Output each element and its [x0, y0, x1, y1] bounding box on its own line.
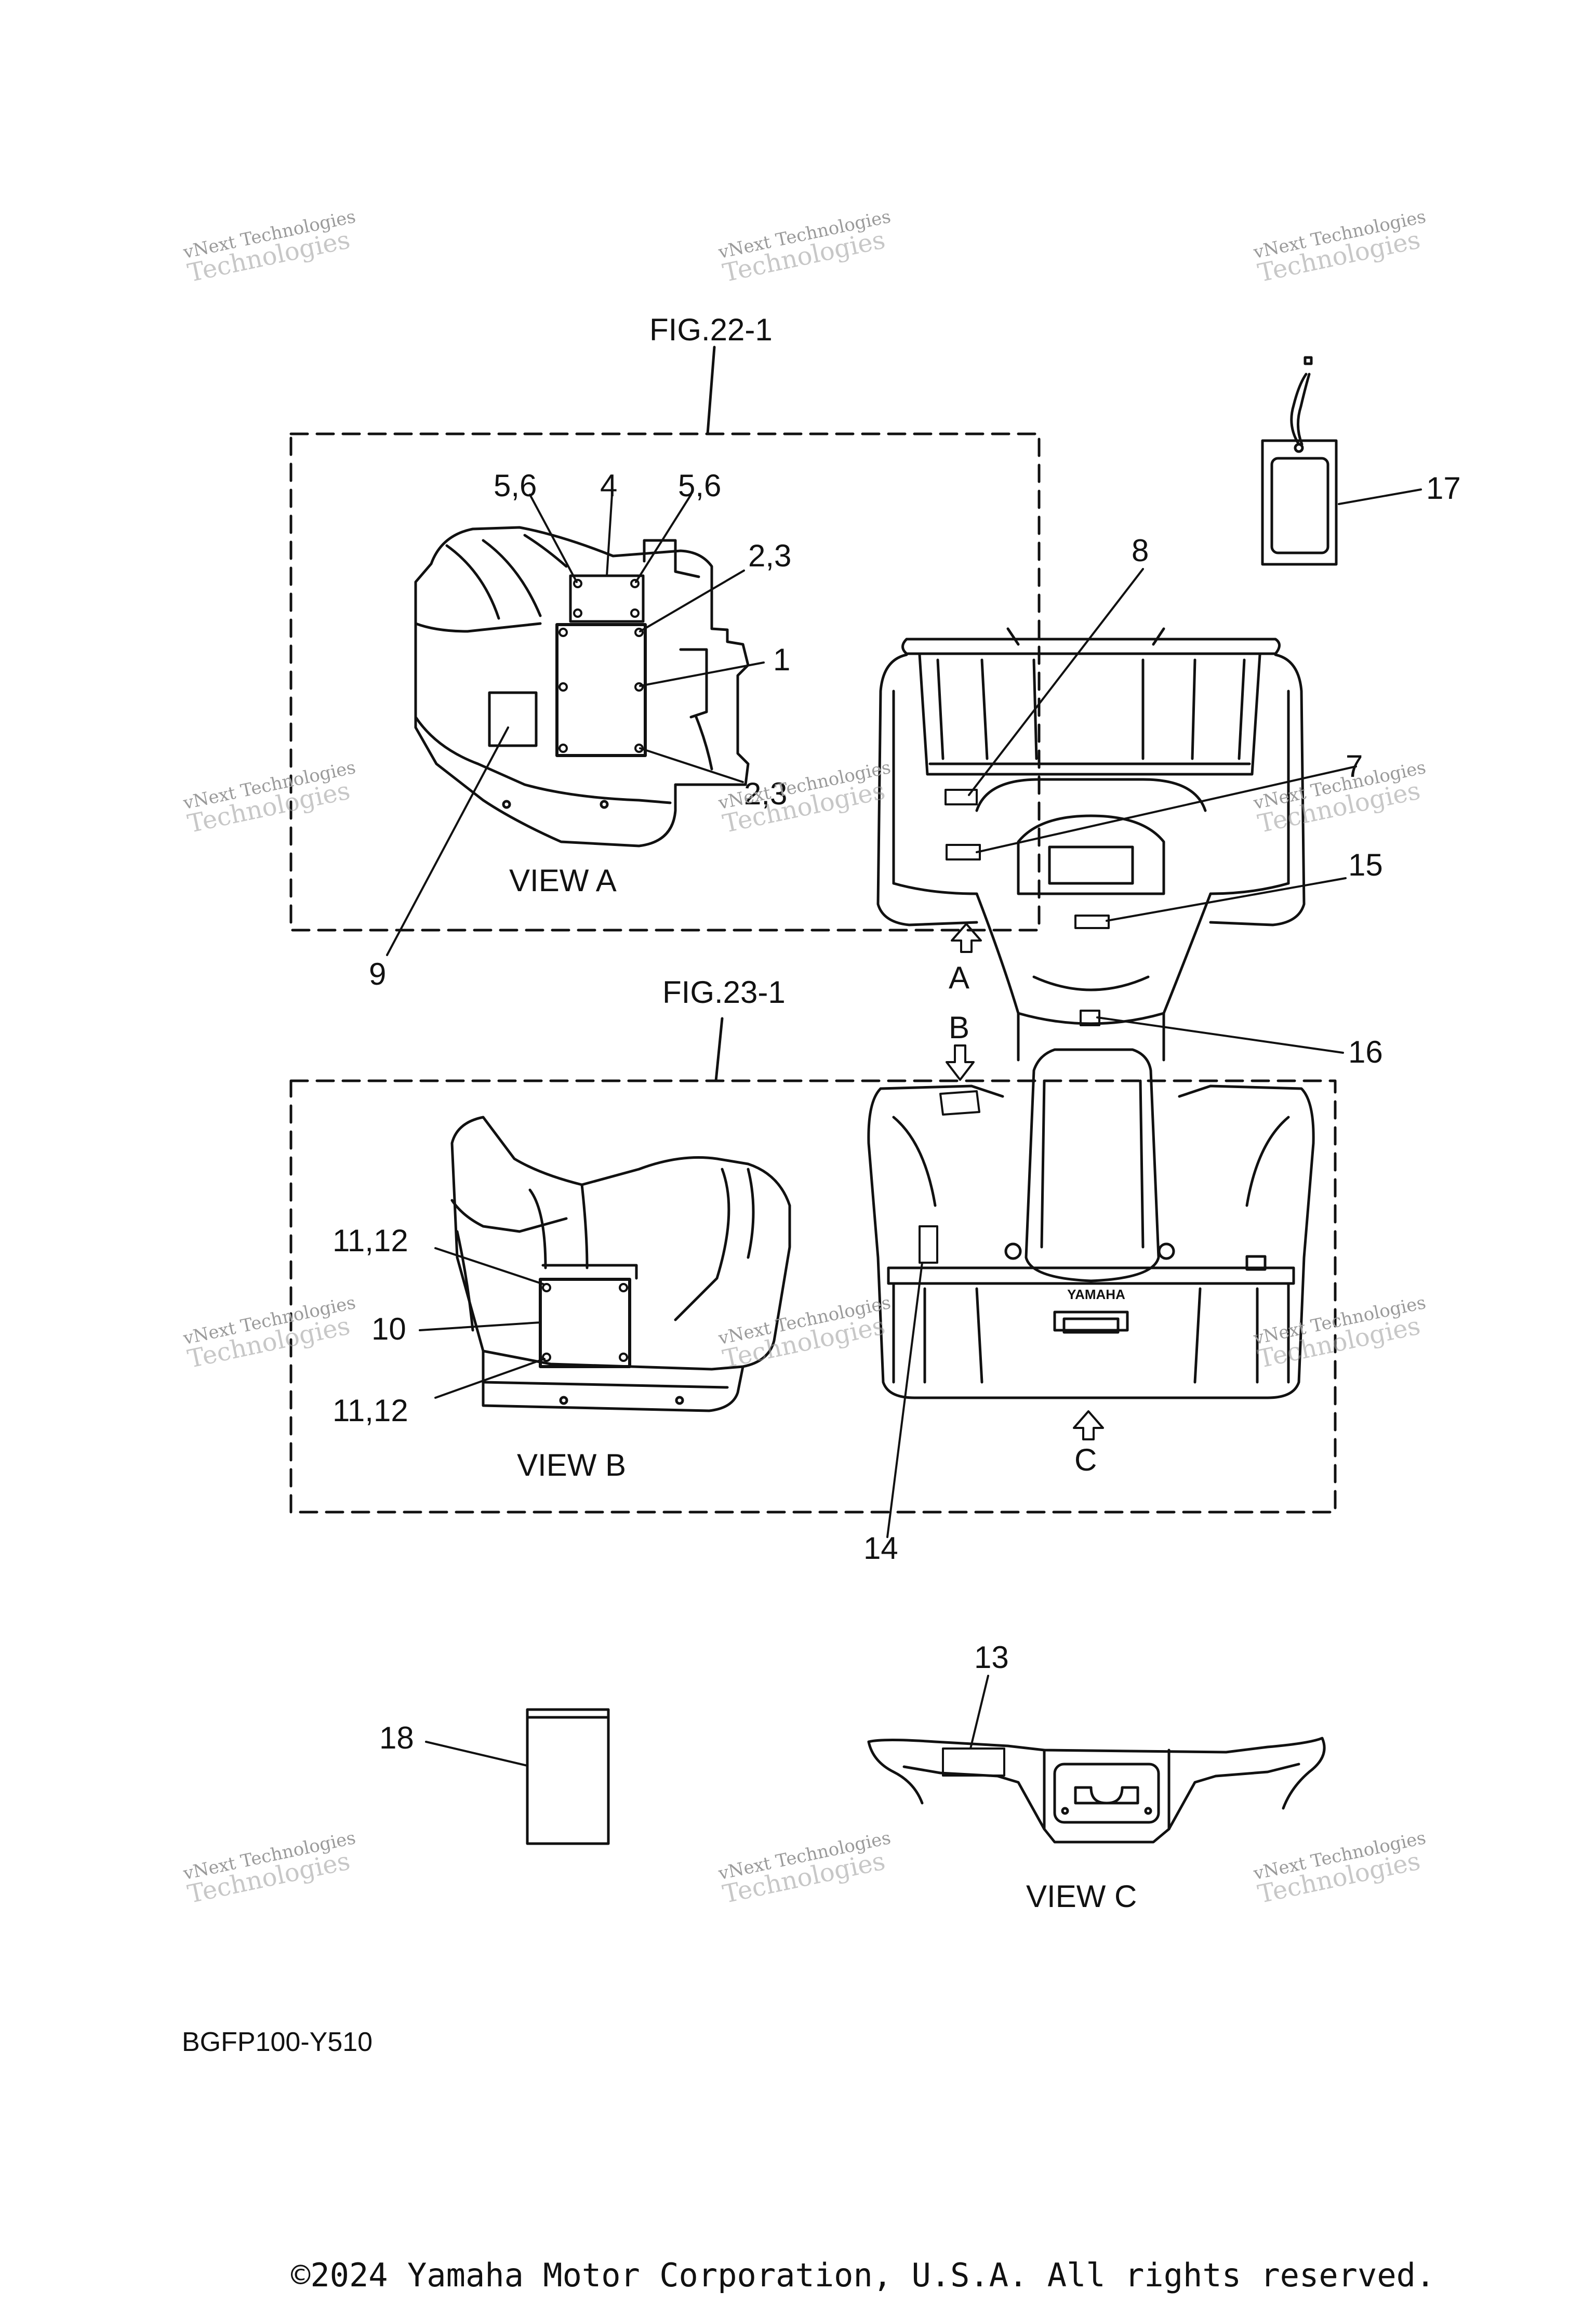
- fig-23-1-leader: [714, 1017, 724, 1082]
- label-7-marker: [946, 844, 981, 860]
- label-13-marker: [942, 1747, 1005, 1777]
- label-13-leader: [969, 1675, 989, 1750]
- rivets-view-a: [558, 579, 644, 753]
- label-b-marker: [939, 1090, 980, 1116]
- rivets-view-b: [542, 1283, 628, 1362]
- callout-7: 7: [1346, 749, 1363, 784]
- atv-top-view-drawing: [867, 627, 1315, 1399]
- view-a-arrow: [951, 923, 982, 953]
- fig-23-1-label: FIG.23-1: [662, 975, 786, 1010]
- callout-1: 1: [773, 642, 790, 677]
- label-8-marker: [945, 789, 978, 805]
- view-a-caption: VIEW A: [509, 863, 617, 898]
- copyright-notice: ©2024 Yamaha Motor Corporation, U.S.A. A…: [291, 2256, 1435, 2294]
- callout-17: 17: [1426, 471, 1461, 506]
- view-c-caption: VIEW C: [1026, 1879, 1137, 1914]
- view-b-leaders: [419, 1247, 546, 1399]
- view-b-fender-drawing: [450, 1116, 791, 1412]
- callout-9: 9: [369, 957, 386, 991]
- view-a-dashed-frame: [289, 432, 1041, 932]
- callout-5-6-right: 5,6: [678, 468, 721, 503]
- callout-14: 14: [863, 1531, 898, 1566]
- atv-leaders: [886, 568, 1357, 1538]
- arrow-c-letter: C: [1074, 1442, 1097, 1477]
- arrow-a-letter: A: [949, 960, 969, 995]
- view-c-arrow: [1073, 1410, 1104, 1440]
- callout-5-6-left: 5,6: [494, 468, 537, 503]
- view-b-dashed-frame: [289, 1079, 1337, 1514]
- tag-17-drawing: [1261, 356, 1422, 566]
- diagram-code: BGFP100-Y510: [182, 2027, 373, 2057]
- callout-4: 4: [600, 468, 617, 503]
- view-c-panel-drawing: [867, 1737, 1326, 1844]
- callout-8: 8: [1132, 533, 1149, 568]
- callout-13: 13: [974, 1640, 1009, 1675]
- label-9-plate: [488, 691, 538, 747]
- view-b-caption: VIEW B: [517, 1448, 626, 1482]
- callout-11-12-bottom: 11,12: [332, 1393, 408, 1428]
- label-15-marker: [1074, 915, 1110, 929]
- view-a-fender-drawing: [414, 526, 750, 848]
- callout-16: 16: [1348, 1035, 1383, 1069]
- fig-22-1-label: FIG.22-1: [649, 312, 773, 347]
- label-10-plate: [539, 1278, 631, 1368]
- callout-10: 10: [371, 1312, 406, 1346]
- arrow-b-letter: B: [949, 1010, 969, 1045]
- callout-11-12-top: 11,12: [332, 1223, 408, 1258]
- fig-22-1-leader: [706, 346, 716, 435]
- label-14-marker: [919, 1225, 938, 1264]
- callout-2-3-top: 2,3: [748, 538, 791, 573]
- card-18-drawing: [425, 1708, 610, 1845]
- diagram-text: FIG.22-1 FIG.23-1 VIEW A VIEW B VIEW C A…: [332, 312, 1461, 1914]
- rear-rack-plate: [1062, 1317, 1120, 1334]
- callout-15: 15: [1348, 848, 1383, 882]
- view-b-arrow: [946, 1044, 975, 1081]
- rear-rack-brand-mark: YAMAHA: [1067, 1287, 1125, 1302]
- callout-18: 18: [379, 1720, 414, 1755]
- callout-2-3-bottom: 2,3: [744, 776, 787, 811]
- label-1-plate: [555, 623, 647, 757]
- view-a-leaders: [386, 494, 765, 956]
